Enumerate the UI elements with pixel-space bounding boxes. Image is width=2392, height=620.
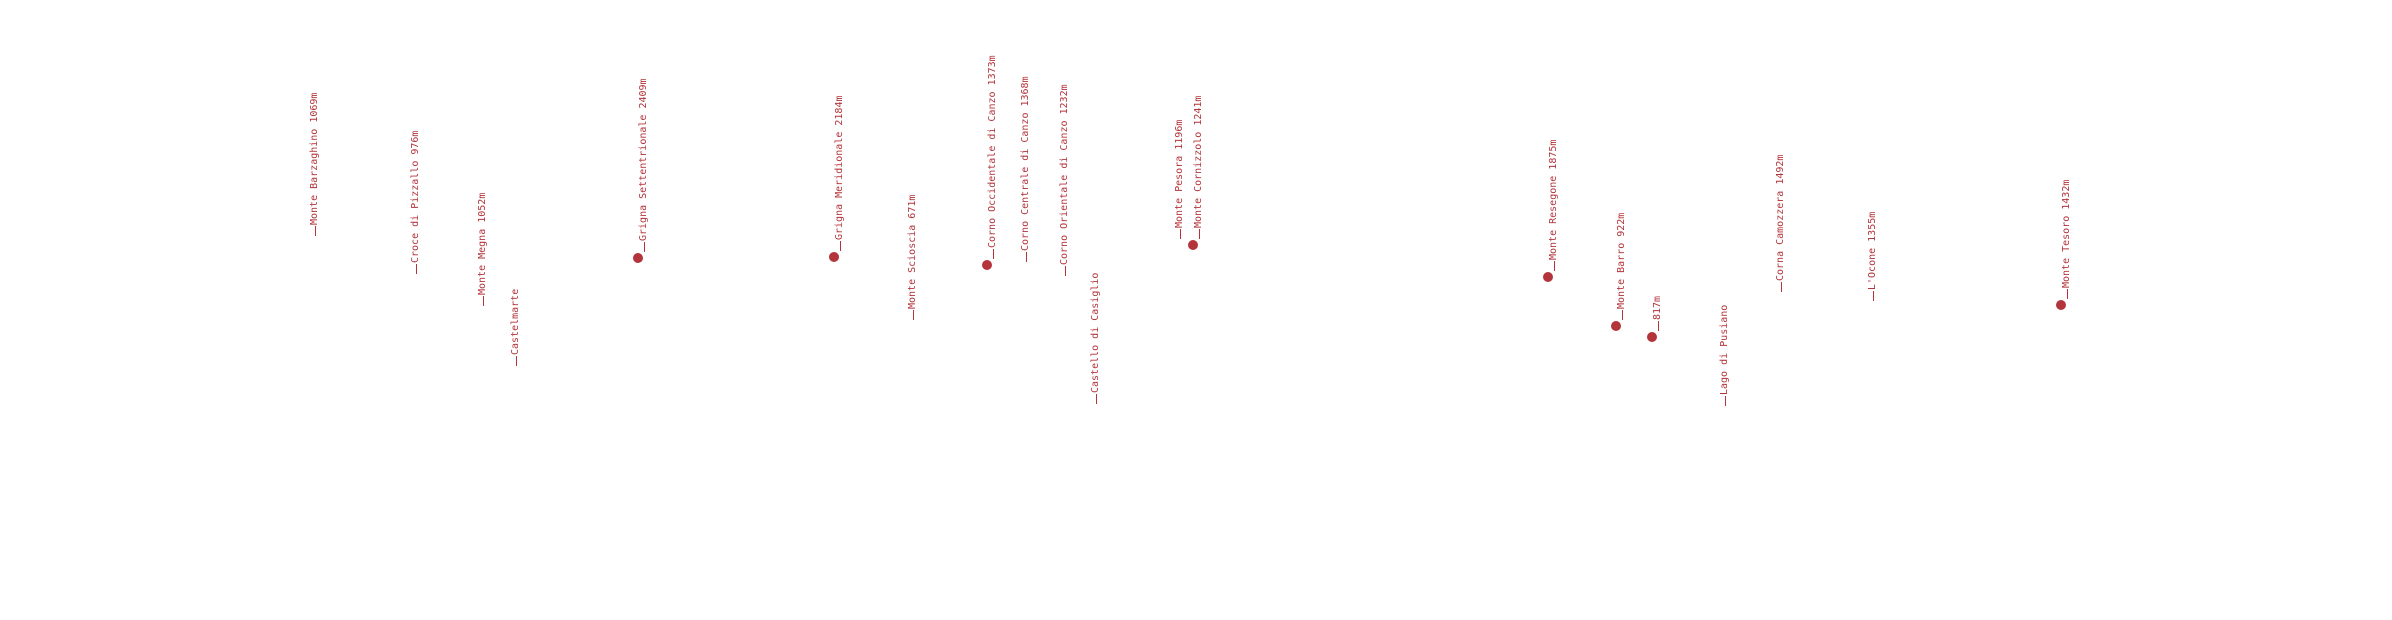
peak-name: 817m — [1652, 295, 1663, 320]
peak-marker-icon — [1611, 321, 1621, 331]
peak-name: Croce di Pizzallo 976m — [410, 130, 421, 263]
peak-name: Monte Pesora 1196m — [1174, 119, 1185, 228]
peak-name: Monte Barzaghino 1069m — [309, 92, 320, 225]
peak-name: Corno Centrale di Canzo 1368m — [1020, 76, 1031, 251]
peak-name: Grigna Meridionale 2184m — [834, 95, 845, 241]
peak-name: Lago di Pusiano — [1719, 304, 1730, 395]
peak-name: Corno Orientale di Canzo 1232m — [1059, 84, 1070, 265]
peak-name: Monte Cornizzolo 1241m — [1193, 95, 1204, 228]
peak-name: Monte Scioscia 671m — [907, 194, 918, 309]
peak-marker-icon — [2056, 300, 2066, 310]
peak-name: Monte Resegone 1875m — [1548, 139, 1559, 260]
peak-name: Monte Barro 922m — [1616, 212, 1627, 309]
peak-name: Monte Tesoro 1432m — [2061, 179, 2072, 288]
peak-name: Corna Camozzera 1492m — [1775, 154, 1786, 281]
peak-name: L'Ocone 1355m — [1867, 211, 1878, 290]
peak-name: Castelmarte — [510, 288, 521, 355]
peak-marker-icon — [1543, 272, 1553, 282]
peak-name: Castello di Casiglio — [1090, 272, 1101, 393]
peak-marker-icon — [1188, 240, 1198, 250]
peak-marker-icon — [633, 253, 643, 263]
peak-marker-icon — [829, 252, 839, 262]
peak-marker-icon — [982, 260, 992, 270]
peak-name: Grigna Settentrionale 2409m — [638, 78, 649, 241]
peak-name: Corno Occidentale di Canzo 1373m — [987, 55, 998, 248]
peak-marker-icon — [1647, 332, 1657, 342]
peak-name: Monte Megna 1052m — [477, 192, 488, 295]
